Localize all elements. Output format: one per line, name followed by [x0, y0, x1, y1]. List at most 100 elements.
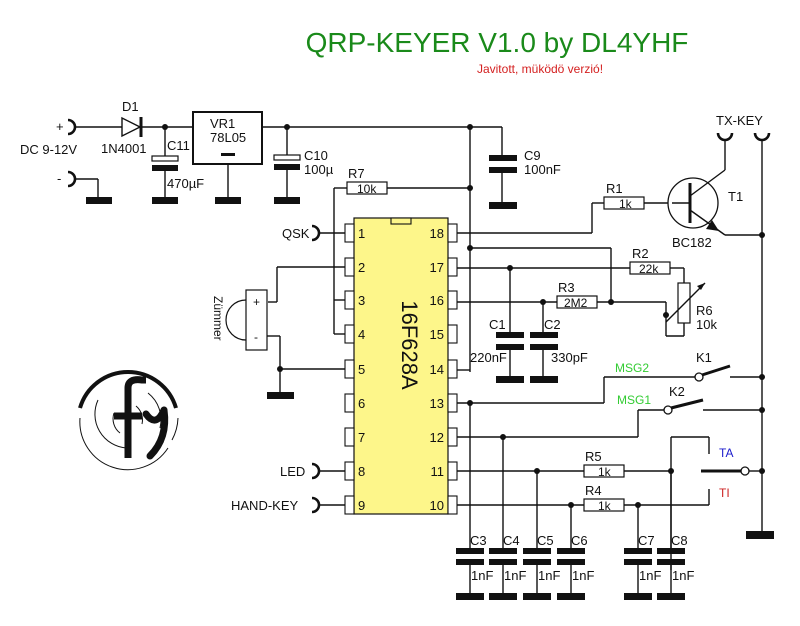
pin-number: 18 [430, 226, 444, 241]
pin-number: 2 [358, 260, 365, 275]
svg-text:470µF: 470µF [167, 176, 204, 191]
dl4yhf-logo-icon [78, 370, 179, 471]
capacitor-c4: C4 1nF [489, 437, 526, 600]
pin-number: 15 [430, 327, 444, 342]
svg-text:C9: C9 [524, 148, 541, 163]
svg-text:HAND-KEY: HAND-KEY [231, 498, 299, 513]
ic-pin-right [447, 290, 458, 310]
transistor-t1: T1 BC182 [667, 169, 743, 250]
svg-text:R2: R2 [632, 246, 649, 261]
capacitor-c9: C9 100nF [489, 127, 561, 209]
pin-number: 13 [430, 396, 444, 411]
pin-number: 12 [430, 430, 444, 445]
svg-text:K2: K2 [669, 384, 685, 399]
svg-text:LED: LED [280, 464, 305, 479]
ic-pin-left [344, 223, 355, 243]
svg-text:10k: 10k [696, 317, 717, 332]
pin-number: 4 [358, 327, 365, 342]
ic-pin-left [344, 290, 355, 310]
ic-name: 16F628A [397, 300, 422, 390]
capacitor-c6: C6 1nF [557, 505, 594, 600]
pin-number: 9 [358, 498, 365, 513]
ic-notch [390, 217, 412, 225]
pin-number: 1 [358, 226, 365, 241]
capacitor-c1: C1 220nF [470, 268, 524, 383]
capacitor-c3: C3 1nF [456, 403, 493, 600]
resistor-r4: R4 1k [583, 483, 625, 513]
ic-pin-right [447, 393, 458, 413]
svg-text:-: - [254, 330, 258, 344]
svg-text:1nF: 1nF [639, 568, 661, 583]
ic-pin-right [447, 359, 458, 379]
svg-text:C10: C10 [304, 148, 328, 163]
svg-text:C4: C4 [503, 533, 520, 548]
svg-text:C6: C6 [571, 533, 588, 548]
pin-number: 16 [430, 293, 444, 308]
svg-text:100nF: 100nF [524, 162, 561, 177]
svg-text:1nF: 1nF [471, 568, 493, 583]
led-connector: LED [280, 462, 345, 480]
svg-text:10k: 10k [357, 182, 377, 196]
svg-text:2M2: 2M2 [564, 296, 588, 310]
potentiometer-r6: R6 10k [665, 282, 717, 332]
svg-text:1k: 1k [598, 465, 612, 479]
svg-text:1nF: 1nF [504, 568, 526, 583]
svg-text:C2: C2 [544, 317, 561, 332]
ic-pin-left [344, 427, 355, 447]
msg2-label: MSG2 [615, 361, 649, 375]
dc-plus-label: + [56, 119, 64, 134]
pin-number: 6 [358, 396, 365, 411]
svg-text:VR1: VR1 [210, 116, 235, 131]
buzzer: + - Zümmer [211, 289, 268, 351]
capacitor-c2: C2 330pF [530, 302, 588, 383]
ic-pin-left [344, 461, 355, 481]
subtitle: Javitott, müködö verzió! [477, 62, 603, 76]
regulator-vr1: VR1 78L05 [192, 111, 263, 204]
ic-pin-left [344, 324, 355, 344]
dc-minus-label: - [57, 171, 61, 186]
pin-number: 5 [358, 362, 365, 377]
ic-pin-right [447, 461, 458, 481]
svg-text:1nF: 1nF [572, 568, 594, 583]
svg-text:C5: C5 [537, 533, 554, 548]
capacitor-c5: C5 1nF [523, 471, 560, 600]
svg-text:C11: C11 [167, 138, 190, 153]
capacitor-c10: C10 100µ [273, 127, 334, 204]
svg-text:C8: C8 [671, 533, 688, 548]
svg-text:22k: 22k [639, 262, 659, 276]
ic-pin-left [344, 495, 355, 515]
svg-text:QSK: QSK [282, 226, 310, 241]
svg-text:1N4001: 1N4001 [101, 141, 147, 156]
dc-input-label: DC 9-12V [20, 142, 77, 157]
svg-text:1k: 1k [598, 499, 612, 513]
svg-text:78L05: 78L05 [210, 130, 246, 145]
svg-text:R3: R3 [558, 280, 575, 295]
svg-text:BC182: BC182 [672, 235, 712, 250]
paddle-switch: TA TI [670, 436, 765, 570]
ic-pin-right [447, 427, 458, 447]
dc-plus-jack [67, 118, 77, 136]
svg-text:1k: 1k [619, 197, 633, 211]
resistor-r3: R3 2M2 [556, 280, 598, 310]
tx-key-connector: TX-KEY [716, 113, 771, 142]
ic-pin-right [447, 257, 458, 277]
ic-pin-left [344, 257, 355, 277]
dc-minus-jack [67, 170, 77, 188]
svg-text:1nF: 1nF [538, 568, 560, 583]
svg-text:R6: R6 [696, 303, 713, 318]
pin-number: 11 [431, 464, 445, 479]
ti-label: TI [719, 486, 730, 500]
svg-text:100µ: 100µ [304, 162, 334, 177]
svg-text:C3: C3 [470, 533, 487, 548]
resistor-r7: R7 10k [334, 166, 473, 196]
ta-label: TA [719, 446, 733, 460]
title: QRP-KEYER V1.0 by DL4YHF [306, 27, 689, 58]
pin-number: 10 [430, 498, 444, 513]
capacitor-c11: C11 470µF [151, 127, 204, 204]
pin-number: 17 [430, 260, 444, 275]
svg-text:C1: C1 [489, 317, 506, 332]
svg-text:R7: R7 [348, 166, 365, 181]
